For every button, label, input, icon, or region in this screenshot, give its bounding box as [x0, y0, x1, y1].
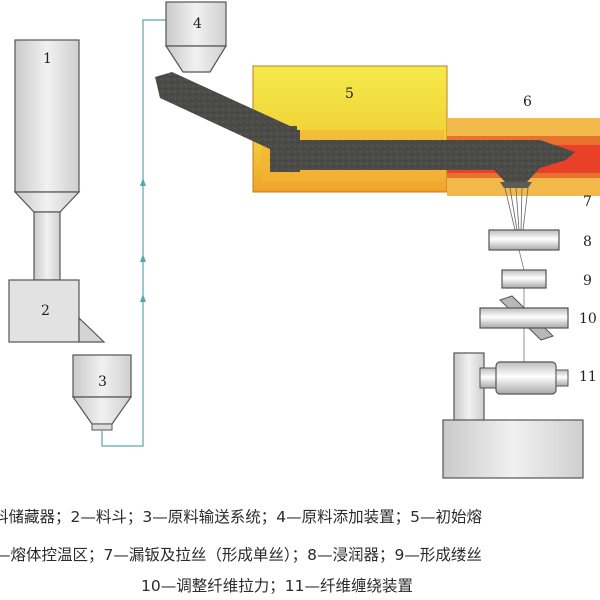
- label-5: 5: [345, 86, 354, 102]
- conveying-hopper: [71, 354, 133, 431]
- sizing-applicator: [488, 229, 560, 251]
- hopper: [8, 279, 106, 343]
- label-11: 11: [579, 369, 597, 385]
- storage-silo: [13, 39, 81, 281]
- strand-former: [501, 269, 547, 289]
- winding-device: [442, 352, 584, 479]
- label-2: 2: [41, 303, 50, 319]
- label-10: 10: [579, 311, 597, 327]
- diagram-canvas: 1 2 3 4 5 6 7 8 9 10 11: [8, 1, 600, 479]
- conveyor-line: [101, 19, 166, 447]
- label-8: 8: [583, 234, 592, 250]
- label-1: 1: [43, 51, 52, 67]
- caption-line-2: —熔体控温区；7—漏钣及拉丝（形成单丝）；8—浸润器；9—形成缕丝: [0, 546, 482, 564]
- label-7: 7: [583, 194, 592, 210]
- label-3: 3: [98, 374, 107, 390]
- tension-adjuster: [479, 295, 569, 341]
- caption-line-1: 料储藏器；2—料斗；3—原料输送系统；4—原料添加装置；5—初始熔: [0, 508, 482, 526]
- bushing-filaments: [500, 182, 532, 362]
- furnace: [252, 65, 600, 196]
- caption-line-3: 10—调整纤维拉力；11—纤维缠绕装置: [141, 577, 413, 595]
- label-9: 9: [583, 273, 592, 289]
- label-6: 6: [523, 94, 532, 110]
- label-4: 4: [193, 16, 202, 32]
- feeding-device: [164, 1, 228, 73]
- glass-melt: [155, 72, 575, 182]
